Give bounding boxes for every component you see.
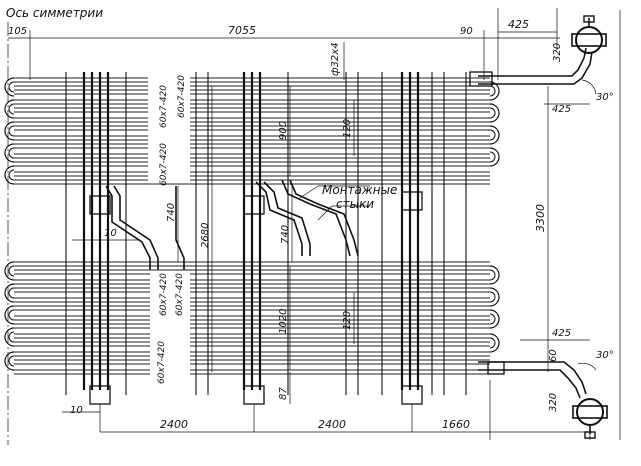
dim-425-upper-right: 425 xyxy=(552,104,571,115)
tube-label-a: 60x7-420 xyxy=(159,85,169,128)
dim-120-top: 120 xyxy=(342,119,353,138)
dim-10-middle: 10 xyxy=(104,228,117,239)
angle-bottom: 30° xyxy=(596,350,614,361)
dim-90: 90 xyxy=(460,26,473,37)
tube-labels: 60x7-420 60x7-420 60x7-420 60x7-420 60x7… xyxy=(157,75,187,384)
dim-87: 87 xyxy=(278,387,289,400)
dim-740-left: 740 xyxy=(166,203,177,222)
top-dimension-chain: 105 7055 90 425 xyxy=(8,8,560,80)
vertical-struts xyxy=(65,72,467,395)
pipe-diameter: ф32х4 xyxy=(330,42,341,76)
dim-2400-left: 2400 xyxy=(160,418,188,431)
callout-label-line1: Монтажные xyxy=(322,183,397,197)
dim-740-middle: 740 xyxy=(280,225,291,244)
dim-425-top: 425 xyxy=(508,18,529,31)
connecting-pipes xyxy=(105,179,359,270)
tube-label-e: 60x7-420 xyxy=(175,273,185,316)
dim-2680: 2680 xyxy=(200,223,211,248)
callout-label-line2: стыки xyxy=(336,197,374,211)
dim-320-top: 320 xyxy=(552,43,563,62)
dim-900: 900 xyxy=(278,121,289,140)
dim-60: 60 xyxy=(548,349,559,362)
tube-label-f: 60x7-420 xyxy=(157,341,167,384)
dim-2400-right: 2400 xyxy=(318,418,346,431)
axis-title: Ось симметрии xyxy=(6,6,103,20)
lower-collector: 425 60 320 30° xyxy=(478,328,614,439)
tube-label-c: 60x7-420 xyxy=(159,143,169,186)
dim-7055: 7055 xyxy=(228,24,256,37)
dim-3300: 3300 xyxy=(534,204,547,232)
dim-10-bottom: 10 xyxy=(70,405,83,416)
small-dims: 10 10 xyxy=(62,228,140,416)
label-patch-upper xyxy=(148,70,190,182)
dim-1020: 1020 xyxy=(278,309,289,334)
support-frame-right xyxy=(400,72,423,432)
label-patch-lower xyxy=(150,272,190,382)
upper-collector: 320 425 30° xyxy=(469,10,621,440)
montage-joints-callout: Монтажные стыки xyxy=(299,183,397,221)
vertical-dimensions: ф32х4 900 120 740 2680 740 3300 1020 120… xyxy=(166,42,549,404)
support-frame-middle xyxy=(242,72,265,432)
dim-105: 105 xyxy=(8,26,27,37)
tube-label-d: 60x7-420 xyxy=(159,273,169,316)
dim-120-bottom: 120 xyxy=(342,311,353,330)
tube-label-b: 60x7-420 xyxy=(177,75,187,118)
support-frame-left xyxy=(82,72,111,432)
bottom-dimension-chain: 2400 2400 1660 xyxy=(100,380,591,440)
dim-320-bottom: 320 xyxy=(548,393,559,412)
dim-1660: 1660 xyxy=(442,418,470,431)
dim-425-lower-right: 425 xyxy=(552,328,571,339)
angle-top: 30° xyxy=(596,92,614,103)
